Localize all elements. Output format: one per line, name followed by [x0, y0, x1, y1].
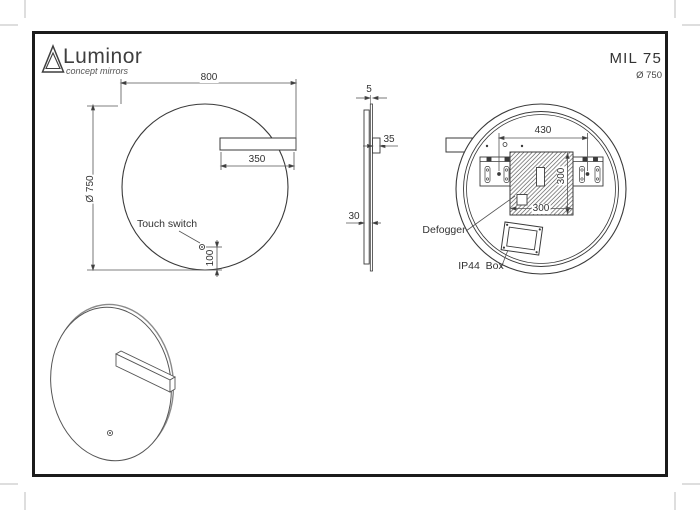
front-dimensions [87, 79, 298, 277]
touch-switch-dot-center [201, 246, 203, 248]
mirror-rim-inner [466, 114, 616, 264]
dim-shelf-depth: 35 [382, 134, 396, 145]
mirror-back-panel [363, 109, 370, 265]
dim-defogger-width: 300 [531, 203, 551, 214]
hanger-marks [485, 142, 524, 148]
dim-glass-thickness: 5 [365, 84, 373, 95]
brand-tagline: concept mirrors [66, 66, 129, 76]
dim-defogger-height: 300 [556, 166, 567, 186]
shelf-front [219, 137, 297, 151]
logo-triangle-icon [41, 43, 65, 73]
mirror-glass-profile [369, 103, 373, 272]
defogger-connector [516, 194, 528, 206]
drawing-border [32, 31, 668, 477]
ip44-box-label: IP44 Box [458, 259, 504, 272]
dim-switch-offset: 100 [205, 248, 216, 268]
mirror-rim-outer [463, 111, 619, 267]
touch-switch-iso-center [109, 432, 111, 434]
dim-shelf-width: 350 [247, 154, 267, 165]
defogger-slot [536, 167, 545, 187]
brand-name: Luminor [63, 45, 143, 68]
model-title: MIL 75 [609, 50, 662, 67]
touch-switch-label: Touch switch [136, 217, 198, 230]
shelf-profile [372, 137, 381, 154]
side-view [346, 94, 398, 272]
front-view [87, 79, 298, 277]
dim-frame-depth: 30 [347, 211, 361, 222]
mount-bracket-right [567, 156, 604, 187]
mirror-front-circle [121, 103, 289, 271]
ip44-box [500, 221, 544, 256]
iso-view [50, 303, 176, 462]
dim-bracket-span: 430 [533, 125, 553, 136]
model-diameter: Ø 750 [636, 70, 662, 81]
mount-bracket-left [479, 156, 516, 187]
dim-total-width: 800 [199, 72, 219, 83]
dim-diameter-front: Ø 750 [85, 174, 96, 204]
back-dimensions [465, 133, 589, 269]
defogger-label: Defogger [422, 223, 466, 236]
side-dimensions [346, 94, 398, 226]
shelf-iso [115, 350, 176, 393]
